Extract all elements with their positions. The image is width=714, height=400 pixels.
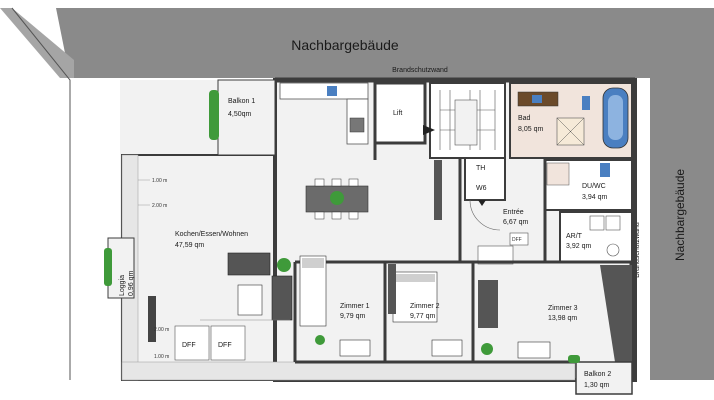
sliding-door-left (434, 160, 442, 220)
dining-plant (330, 191, 344, 205)
balkon2-plant (568, 355, 580, 363)
balkon1-name: Balkon 1 (228, 98, 255, 105)
th-label: TH (476, 165, 485, 172)
dff-label-1: DFF (182, 342, 196, 349)
neighbor-right-label: Nachbargebäude (673, 169, 687, 261)
lift-label: Lift (393, 110, 402, 117)
dim-4: 1.00 m (154, 354, 169, 360)
armchair (271, 275, 293, 321)
dff-box-2 (210, 325, 246, 361)
entree-closet (477, 245, 514, 265)
balkon1-area (217, 79, 276, 156)
zimmer1-pillow (302, 258, 324, 268)
bad-area: 8,05 qm (518, 126, 543, 133)
zimmer1-plant (315, 335, 325, 345)
loggia-area (107, 237, 135, 299)
entree-name: Entrée (503, 209, 524, 216)
balkon2-area-label: 1,30 qm (584, 382, 609, 389)
dff-label-2: DFF (218, 342, 232, 349)
art-dryer (589, 215, 605, 231)
entree-dff-box (509, 232, 529, 246)
neighbor-top-label: Nachbargebäude (291, 37, 399, 53)
sofa (227, 252, 271, 276)
living-plant (277, 258, 291, 272)
bad-toilet (582, 96, 590, 110)
loggia-area-label: 0,96 qm (128, 271, 135, 296)
dim-1: 1.00 m (152, 178, 167, 184)
kochen-area: 47,59 qm (175, 242, 204, 249)
zimmer1-desk (339, 339, 371, 357)
zimmer3-name: Zimmer 3 (548, 305, 578, 312)
th-entry-arrow (478, 200, 486, 206)
zimmer2-pillow (395, 274, 435, 282)
site-boundary-left (11, 7, 71, 380)
lift-shaft (373, 81, 427, 145)
entree-area: 6,67 qm (503, 219, 528, 226)
art-name: AR/T (566, 233, 583, 240)
balkon1-plant (209, 90, 219, 140)
zimmer3-desk (517, 341, 551, 359)
zimmer2-desk (431, 339, 463, 357)
art-washer (606, 243, 620, 257)
staircase-core (454, 99, 478, 146)
entree-door-arc (469, 199, 501, 231)
w6-label: W6 (476, 185, 487, 192)
bad-name: Bad (518, 115, 531, 122)
neighbor-building-top-left-edge (0, 8, 74, 78)
dim-3: 2.00 m (154, 327, 169, 333)
tv-cabinet (148, 296, 156, 342)
duwc-name: DU/WC (582, 183, 606, 190)
coffee-table (237, 284, 263, 316)
zimmer2-wardrobe (388, 264, 396, 314)
duwc-area: 3,94 qm (582, 194, 607, 201)
firewall-right-label: Brandschutzwand (634, 222, 641, 278)
kitchen-stove (349, 117, 365, 133)
balkon2-area (575, 361, 633, 395)
art-heater (605, 215, 621, 231)
bad-shower-line2 (556, 117, 585, 146)
zimmer3-wardrobe (478, 280, 498, 328)
terrace-hatch-bottom (121, 361, 576, 381)
kochen-name: Kochen/Essen/Wohnen (175, 231, 248, 238)
kitchen-counter-top (279, 82, 369, 100)
neighbor-building-top (0, 8, 714, 78)
dining-chairs (314, 178, 359, 220)
zimmer3-area: 13,98 qm (548, 315, 577, 322)
dim-2: 2.00 m (152, 203, 167, 209)
loggia-name: Loggia (119, 275, 126, 296)
zimmer1-name: Zimmer 1 (340, 303, 370, 310)
zimmer1-area: 9,79 qm (340, 313, 365, 320)
zimmer3-sloped-roof (600, 265, 632, 362)
entree-dff-label: DFF (512, 237, 522, 243)
zimmer2-area: 9,77 qm (410, 313, 435, 320)
loggia-plant (104, 248, 112, 286)
zimmer2-name: Zimmer 2 (410, 303, 440, 310)
duwc-toilet (600, 163, 610, 177)
bad-bathtub-inner (608, 95, 623, 140)
zimmer2-plant (481, 343, 493, 355)
duwc-shower (546, 162, 570, 186)
firewall-top-label: Brandschutzwand (392, 67, 448, 74)
dff-box-1 (174, 325, 210, 361)
balkon2-name: Balkon 2 (584, 371, 611, 378)
kitchen-sink (327, 86, 337, 96)
stair-arrow (423, 125, 435, 135)
balkon1-area-label: 4,50qm (228, 111, 252, 118)
art-area: 3,92 qm (566, 243, 591, 250)
neighbor-building-right (650, 78, 714, 380)
bad-washbasin-sink (532, 95, 542, 103)
